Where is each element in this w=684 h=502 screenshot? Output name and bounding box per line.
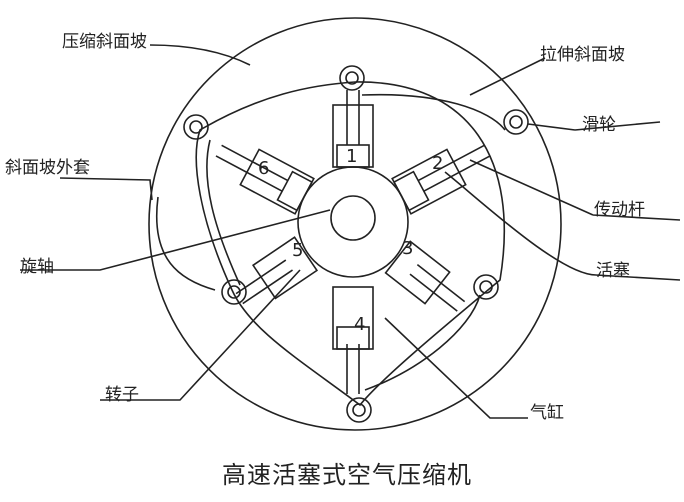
cylinder-number-6: 6 <box>258 158 270 179</box>
label-cylinder: 气缸 <box>530 403 564 423</box>
cylinder-number-4: 4 <box>354 314 366 335</box>
cylinder-number-5: 5 <box>292 240 304 261</box>
cylinder-number-1: 1 <box>346 146 358 167</box>
label-compression-ramp: 压缩斜面坡 <box>62 32 147 52</box>
ramp-track <box>195 81 506 407</box>
pulleys <box>183 65 529 423</box>
rotating-shaft <box>330 195 376 241</box>
tension-ramp <box>361 93 506 131</box>
label-tension-ramp: 拉伸斜面坡 <box>540 45 625 65</box>
cylinder-number-2: 2 <box>432 153 444 174</box>
label-pulley: 滑轮 <box>582 115 616 135</box>
label-rotor: 转子 <box>105 385 139 405</box>
cylinders <box>215 90 491 394</box>
label-piston: 活塞 <box>596 261 630 281</box>
diagram-title: 高速活塞式空气压缩机 <box>222 461 472 489</box>
leader-lines <box>20 44 681 419</box>
ramp-bottom <box>364 294 481 391</box>
label-ramp-housing: 斜面坡外套 <box>5 158 90 178</box>
cylinder-number-3: 3 <box>402 238 414 259</box>
rotor <box>297 166 409 278</box>
label-connecting-rod: 传动杆 <box>594 200 645 220</box>
label-rotating-shaft: 旋轴 <box>20 257 54 277</box>
outer-housing <box>148 17 562 431</box>
ramp-left <box>206 139 241 286</box>
